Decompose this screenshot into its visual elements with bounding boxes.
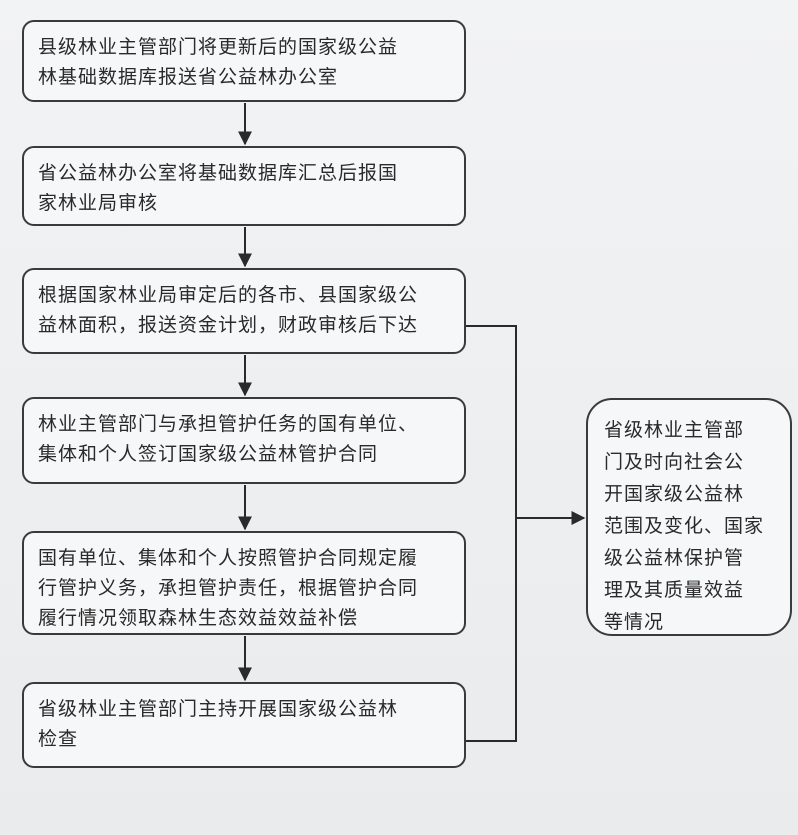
step-5-line-1: 国有单位、集体和个人按照管护合同规定履 [38, 547, 419, 569]
step-4-line-1: 林业主管部门与承担管护任务的国有单位、 [38, 413, 419, 435]
side-line-7: 等情况 [604, 611, 665, 633]
step-6-line-1: 省级林业主管部门主持开展国家级公益林 [38, 698, 399, 720]
step-5-line-3: 履行情况领取森林生态效益效益补偿 [38, 607, 359, 629]
flow-step-6: 省级林业主管部门主持开展国家级公益林 检查 [22, 682, 466, 768]
flow-step-4: 林业主管部门与承担管护任务的国有单位、 集体和个人签订国家级公益林管护合同 [22, 397, 466, 484]
step-6-line-2: 检查 [38, 728, 79, 750]
side-line-4: 范围及变化、国家 [604, 515, 765, 537]
step-1-line-1: 县级林业主管部门将更新后的国家级公益 [38, 36, 399, 58]
side-disclosure-box: 省级林业主管部 门及时向社会公 开国家级公益林 范围及变化、国家 级公益林保护管… [586, 398, 792, 636]
side-line-2: 门及时向社会公 [604, 451, 745, 473]
step-3-line-1: 根据国家林业局审定后的各市、县国家级公 [38, 284, 419, 306]
step-1-line-2: 林基础数据库报送省公益林办公室 [38, 66, 339, 88]
bracket-connector [466, 325, 517, 742]
step-2-line-2: 家林业局审核 [38, 192, 159, 214]
side-line-5: 级公益林保护管 [604, 547, 745, 569]
step-4-line-2: 集体和个人签订国家级公益林管护合同 [38, 443, 379, 465]
flow-step-5: 国有单位、集体和个人按照管护合同规定履 行管护义务，承担管护责任，根据管护合同 … [22, 531, 466, 635]
step-3-line-2: 益林面积，报送资金计划，财政审核后下达 [38, 314, 419, 336]
side-line-3: 开国家级公益林 [604, 483, 745, 505]
side-line-1: 省级林业主管部 [604, 419, 745, 441]
flow-step-2: 省公益林办公室将基础数据库汇总后报国 家林业局审核 [22, 146, 466, 226]
flow-step-1: 县级林业主管部门将更新后的国家级公益 林基础数据库报送省公益林办公室 [22, 20, 466, 102]
flow-step-3: 根据国家林业局审定后的各市、县国家级公 益林面积，报送资金计划，财政审核后下达 [22, 268, 466, 354]
step-5-line-2: 行管护义务，承担管护责任，根据管护合同 [38, 577, 419, 599]
side-line-6: 理及其质量效益 [604, 579, 745, 601]
step-2-line-1: 省公益林办公室将基础数据库汇总后报国 [38, 162, 399, 184]
